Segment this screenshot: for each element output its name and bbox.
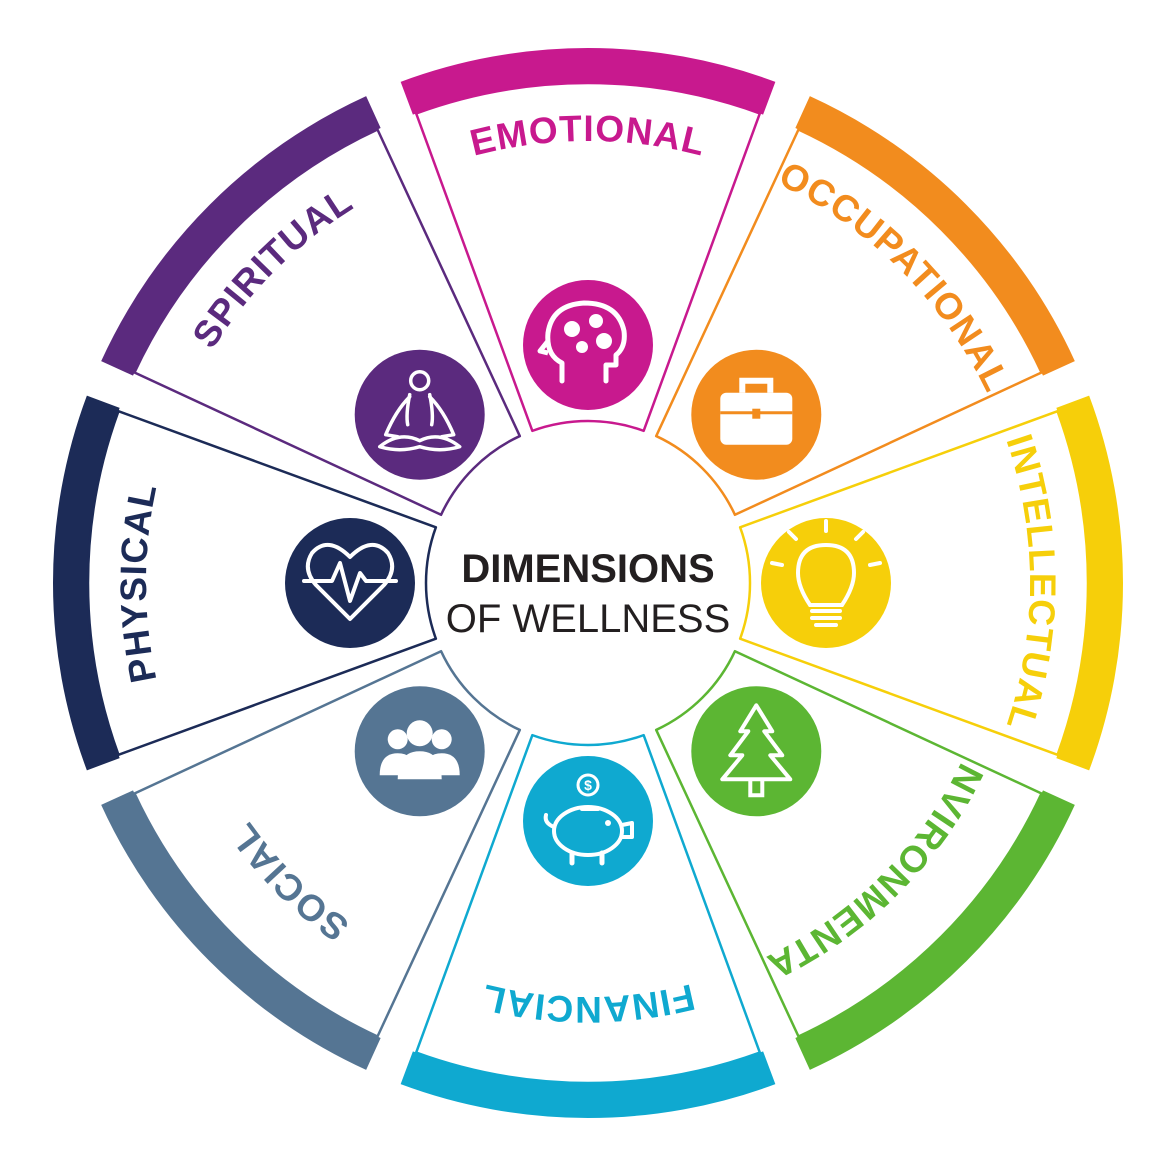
segment-occupational: OCCUPATIONAL (654, 96, 1075, 517)
segment-panel-emotional (414, 81, 762, 433)
segment-band-financial (400, 1051, 776, 1119)
icon-circle-financial (523, 756, 653, 886)
segment-intellectual: INTELLECTUAL (738, 395, 1123, 771)
segment-spiritual: SPIRITUAL (101, 96, 522, 517)
segment-panel-intellectual (738, 409, 1090, 757)
segment-social: SOCIAL (101, 649, 522, 1070)
center-title: DIMENSIONS OF WELLNESS (446, 547, 731, 641)
icon-circle-intellectual (761, 518, 891, 648)
segment-emotional: EMOTIONAL (400, 48, 776, 433)
title-line-2: OF WELLNESS (446, 597, 731, 641)
segment-panel-physical (86, 409, 438, 757)
segment-financial: FINANCIAL (400, 733, 776, 1119)
icon-circle-spiritual (354, 349, 485, 480)
segment-band-intellectual (1056, 395, 1123, 771)
segment-band-emotional (400, 48, 776, 115)
segment-panel-financial (414, 733, 762, 1085)
icon-circle-environmental (691, 686, 822, 817)
segment-band-physical (52, 395, 120, 771)
title-line-1: DIMENSIONS (461, 547, 714, 591)
segment-physical: PHYSICAL (52, 395, 438, 771)
